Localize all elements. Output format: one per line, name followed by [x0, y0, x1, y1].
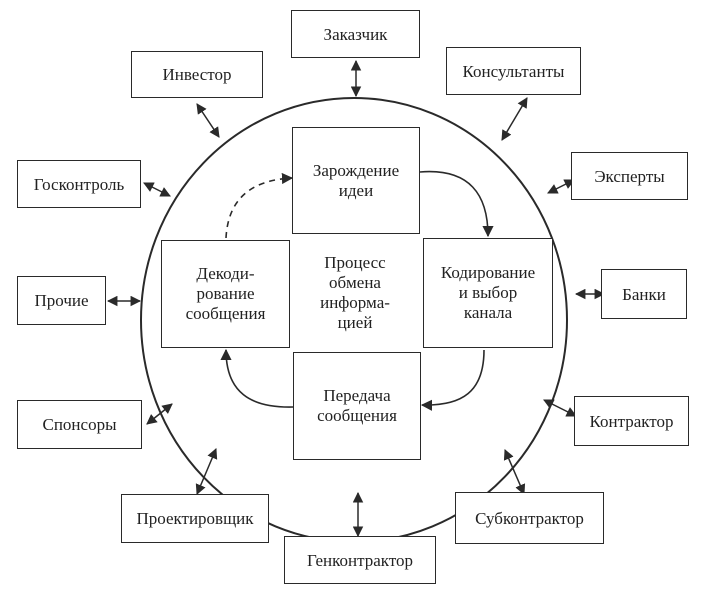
link-sponsors [146, 403, 173, 425]
general-contractor-box: Генконтрактор [284, 536, 436, 584]
contractor-box: Контрактор [574, 396, 689, 446]
link-contractor [543, 399, 577, 417]
encoding-box: Кодирование и выбор канала [423, 238, 553, 348]
link-consultants [501, 97, 528, 141]
investor-box: Инвестор [131, 51, 263, 98]
gov-control-box: Госконтроль [17, 160, 141, 208]
link-investor [196, 103, 220, 138]
consultants-box: Консультанты [446, 47, 581, 95]
arrow-idea-to-encoding [419, 170, 494, 238]
arrow-transmission-to-decoding [220, 348, 294, 408]
link-subcontractor [503, 449, 526, 495]
other-box: Прочие [17, 276, 106, 325]
designer-box: Проектировщик [121, 494, 269, 543]
arrow-encoding-to-transmission [420, 349, 485, 411]
process-center-label: Процесс обмена информа- цией [320, 253, 390, 332]
customer-box: Заказчик [291, 10, 420, 58]
link-experts [547, 179, 575, 194]
sponsors-box: Спонсоры [17, 400, 142, 449]
transmission-box: Передача сообщения [293, 352, 421, 460]
idea-box: Зарождение идеи [292, 127, 420, 234]
subcontractor-box: Субконтрактор [455, 492, 604, 544]
link-gov-control [143, 182, 171, 197]
banks-box: Банки [601, 269, 687, 319]
experts-box: Эксперты [571, 152, 688, 200]
link-designer [195, 448, 218, 495]
arrow-decoding-to-idea-dashed [225, 172, 294, 239]
decoding-box: Декоди- рование сообщения [161, 240, 290, 348]
